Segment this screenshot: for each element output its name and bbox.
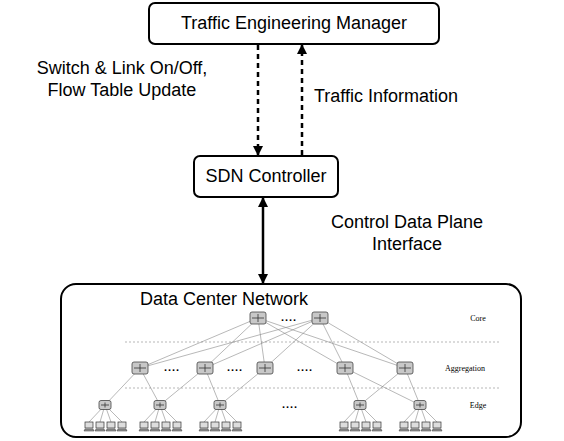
switch-icon bbox=[257, 362, 273, 374]
switch-icon bbox=[397, 362, 413, 374]
host-icon bbox=[339, 422, 349, 431]
edge-label: Control Data Plane Interface bbox=[312, 212, 502, 255]
network-link bbox=[140, 318, 258, 368]
node-text: Traffic Engineering Manager bbox=[181, 13, 407, 34]
ellipsis-mark: .... bbox=[227, 361, 243, 373]
switch-icon bbox=[312, 312, 328, 324]
node-text: Data Center Network bbox=[140, 289, 308, 310]
edge-label: Switch & Link On/Off, Flow Table Update bbox=[17, 58, 227, 101]
switch-icon bbox=[414, 401, 426, 410]
host-icon bbox=[372, 422, 382, 431]
network-link bbox=[140, 318, 320, 368]
host-icon bbox=[232, 422, 242, 431]
host-icon bbox=[210, 422, 220, 431]
switch-icon bbox=[250, 312, 266, 324]
layer-separator bbox=[125, 342, 500, 343]
switch-icon bbox=[197, 362, 213, 374]
switch-icon bbox=[99, 401, 111, 410]
host-icon bbox=[350, 422, 360, 431]
manager-box: Traffic Engineering Manager bbox=[148, 2, 440, 45]
ellipsis-mark: .... bbox=[282, 398, 298, 410]
network-link bbox=[205, 318, 320, 368]
switch-icon bbox=[132, 362, 148, 374]
switch-icon bbox=[337, 362, 353, 374]
network-link bbox=[205, 318, 258, 368]
host-icon bbox=[139, 422, 149, 431]
control-flow-arrow bbox=[257, 45, 260, 155]
control-flow-arrow bbox=[301, 45, 304, 155]
node-text: SDN Controller bbox=[205, 166, 326, 187]
network-region: Data Center Network bbox=[60, 283, 522, 438]
layer-label: Core bbox=[470, 314, 486, 323]
ellipsis-mark: .... bbox=[297, 361, 313, 373]
ellipsis-mark: .... bbox=[164, 361, 180, 373]
ellipsis-mark: .... bbox=[281, 311, 297, 323]
host-icon bbox=[106, 422, 116, 431]
switch-icon bbox=[154, 401, 166, 410]
network-link bbox=[258, 318, 265, 368]
host-icon bbox=[199, 422, 209, 431]
host-icon bbox=[95, 422, 105, 431]
host-icon bbox=[221, 422, 231, 431]
layer-label: Aggregation bbox=[445, 364, 485, 373]
layer-label: Edge bbox=[470, 401, 486, 410]
network-link bbox=[258, 318, 405, 368]
switch-icon bbox=[354, 401, 366, 410]
edge-label: Traffic Information bbox=[314, 86, 514, 108]
network-link bbox=[265, 318, 320, 368]
network-link bbox=[320, 318, 405, 368]
host-icon bbox=[172, 422, 182, 431]
host-icon bbox=[84, 422, 94, 431]
host-icon bbox=[399, 422, 409, 431]
switch-icon bbox=[214, 401, 226, 410]
host-icon bbox=[150, 422, 160, 431]
host-icon bbox=[410, 422, 420, 431]
host-icon bbox=[432, 422, 442, 431]
host-icon bbox=[161, 422, 171, 431]
controller-box: SDN Controller bbox=[193, 155, 339, 198]
host-icon bbox=[361, 422, 371, 431]
host-icon bbox=[117, 422, 127, 431]
host-icon bbox=[421, 422, 431, 431]
control-interface-arrow bbox=[262, 198, 265, 283]
